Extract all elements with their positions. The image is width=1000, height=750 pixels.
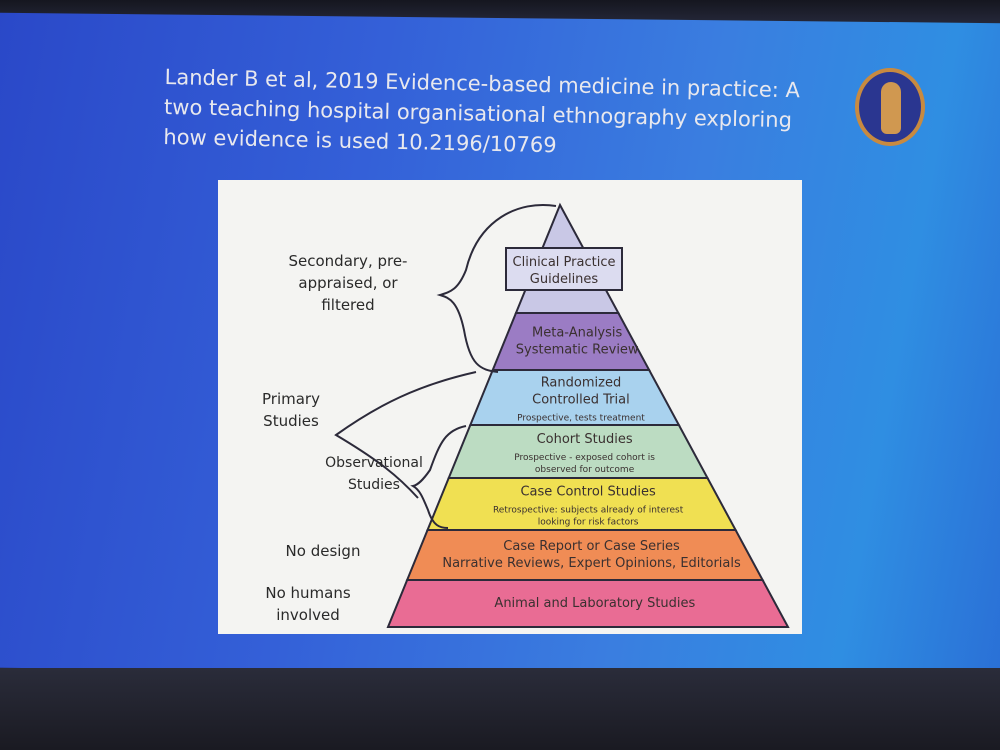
label-line: filtered <box>321 296 375 314</box>
label-no-humans: No humans involved <box>258 582 358 626</box>
label-line: Primary <box>262 390 320 408</box>
label-no-design: No design <box>285 542 361 560</box>
label-line: appraised, or <box>298 274 398 292</box>
band-title: Case Control Studies <box>520 485 656 500</box>
pyramid-band <box>386 579 790 628</box>
band-title: Animal and Laboratory Studies <box>494 596 695 611</box>
seal-figure-icon <box>881 82 901 134</box>
band-title: Narrative Reviews, Expert Opinions, Edit… <box>442 556 741 571</box>
brace-secondary <box>436 204 557 373</box>
label-line: involved <box>276 606 340 624</box>
label-observational: Observational Studies <box>314 452 434 496</box>
label-line: Observational <box>325 455 423 471</box>
top-box-text: Clinical Practice <box>513 255 616 270</box>
band-subtitle: Retrospective: subjects already of inter… <box>493 506 684 516</box>
label-line: Secondary, pre- <box>288 252 408 270</box>
label-line: No humans <box>265 584 351 602</box>
seal-logo <box>855 68 925 146</box>
pyramid-band <box>491 312 651 371</box>
band-title: Randomized <box>541 376 622 391</box>
band-title: Case Report or Case Series <box>503 539 680 554</box>
band-subtitle: Prospective - exposed cohort is <box>514 453 655 463</box>
label-secondary: Secondary, pre- appraised, or filtered <box>278 250 418 316</box>
brace-primary <box>334 371 477 499</box>
band-title: Controlled Trial <box>532 393 630 408</box>
room-dark-bottom <box>0 668 1000 750</box>
top-box-text: Guidelines <box>530 272 599 287</box>
band-subtitle: looking for risk factors <box>538 518 639 528</box>
band-subtitle: observed for outcome <box>535 465 635 475</box>
band-title: Cohort Studies <box>537 432 633 447</box>
slide-title: Lander B et al, 2019 Evidence-based medi… <box>163 62 825 166</box>
band-title: Systematic Review <box>516 343 639 358</box>
clinical-guidelines-box <box>505 247 623 291</box>
brace-observational <box>410 425 467 529</box>
band-title: Meta-Analysis <box>532 326 622 341</box>
label-line: Studies <box>348 477 400 493</box>
band-subtitle: Prospective, tests treatment <box>517 414 645 424</box>
pyramid-band <box>405 529 765 581</box>
label-line: Studies <box>263 412 319 430</box>
label-primary: Primary Studies <box>246 388 336 432</box>
